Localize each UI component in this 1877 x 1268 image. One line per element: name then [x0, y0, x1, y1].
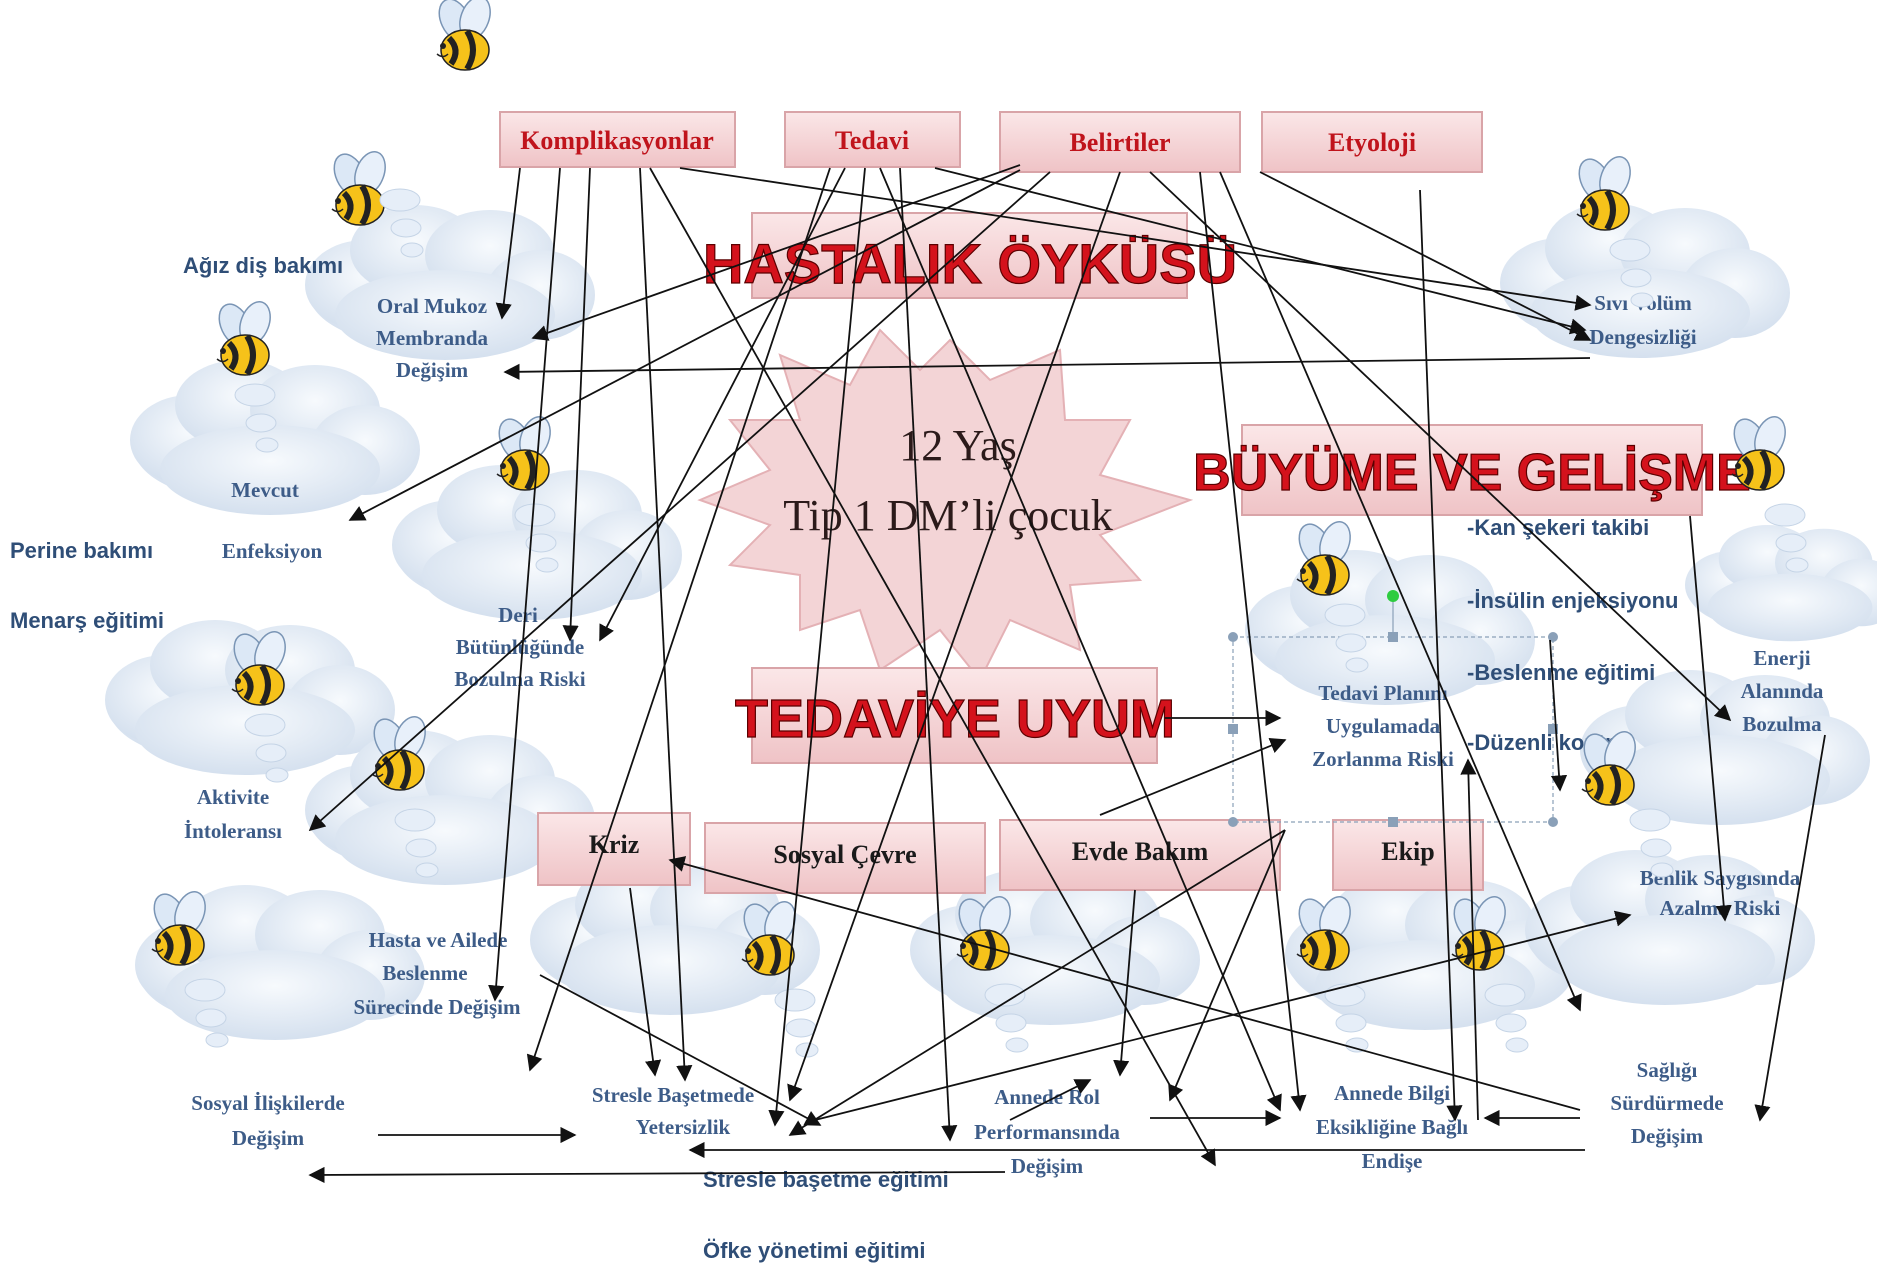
- box-komplikasyonlar: Komplikasyonlar: [499, 111, 736, 168]
- bee-icon: [328, 148, 391, 225]
- label-kriz: Kriz: [589, 830, 640, 859]
- bee-icon: [433, 0, 496, 70]
- svg-text:Annede Rol: Annede Rol: [994, 1085, 1100, 1109]
- svg-text:Tedavi Planını: Tedavi Planını: [1318, 681, 1448, 705]
- svg-text:Beslenme: Beslenme: [382, 961, 467, 985]
- box-hastalik-oykusu: HASTALIK ÖYKÜSÜ: [702, 212, 1238, 299]
- note-beslenme: -Beslenme eğitimi: [1467, 660, 1655, 685]
- svg-text:Oral Mukoz: Oral Mukoz: [377, 294, 487, 318]
- svg-text:Aktivite: Aktivite: [197, 785, 269, 809]
- diagnosis-hasta-aile: Hasta ve Ailede Beslenme Sürecinde Değiş…: [353, 928, 521, 1019]
- box-sosyal-cevre: Sosyal Çevre: [704, 822, 986, 894]
- bee-icon: [213, 298, 276, 375]
- box-etyoloji: Etyoloji: [1261, 111, 1483, 173]
- svg-text:Sürdürmede: Sürdürmede: [1610, 1091, 1723, 1115]
- label-etyoloji: Etyoloji: [1328, 128, 1416, 157]
- label-ekip: Ekip: [1381, 837, 1435, 866]
- svg-text:Azalma Riski: Azalma Riski: [1660, 896, 1781, 920]
- svg-text:Değişim: Değişim: [232, 1126, 305, 1150]
- diagnosis-mevcut-enfeksiyon: Mevcut Enfeksiyon: [222, 478, 323, 563]
- box-kriz: Kriz: [537, 812, 691, 886]
- bee-icon: [493, 413, 556, 490]
- diagnosis-anne-rol: Annede Rol Performansında Değişim: [974, 1085, 1120, 1178]
- svg-text:Sağlığı: Sağlığı: [1637, 1058, 1698, 1082]
- heading-tedaviye-uyum: TEDAVİYE UYUM: [735, 689, 1175, 749]
- svg-text:Enerji: Enerji: [1753, 646, 1810, 670]
- label-belirtiler: Belirtiler: [1069, 128, 1170, 157]
- svg-text:Hasta ve Ailede: Hasta ve Ailede: [369, 928, 508, 952]
- box-tedavi: Tedavi: [784, 111, 961, 168]
- svg-text:Uygulamada: Uygulamada: [1326, 714, 1441, 738]
- box-ekip: Ekip: [1332, 819, 1484, 891]
- label-komplikasyonlar: Komplikasyonlar: [520, 126, 714, 155]
- connection-arrows: [308, 164, 1826, 1184]
- svg-text:Mevcut: Mevcut: [231, 478, 299, 502]
- note-stres-egitimi: Stresle başetme eğitimi: [703, 1167, 949, 1192]
- svg-text:Performansında: Performansında: [974, 1120, 1120, 1144]
- diagnosis-sagligi: Sağlığı Sürdürmede Değişim: [1610, 1058, 1723, 1148]
- diagnosis-enerji: Enerji Alanında Bozulma: [1741, 646, 1824, 736]
- svg-text:Değişim: Değişim: [396, 358, 469, 382]
- svg-text:İntoleransı: İntoleransı: [184, 819, 282, 843]
- svg-text:Membranda: Membranda: [376, 326, 488, 350]
- label-evde-bakim: Evde Bakım: [1072, 837, 1209, 866]
- box-belirtiler: Belirtiler: [999, 111, 1241, 173]
- label-tedavi: Tedavi: [835, 126, 909, 155]
- diagnosis-oral-mukoz: Oral Mukoz Membranda Değişim: [376, 294, 488, 382]
- note-ofke: Öfke yönetimi eğitimi: [703, 1238, 926, 1263]
- svg-text:Dengesizliği: Dengesizliği: [1589, 325, 1696, 349]
- center-age: 12 Yaş: [899, 421, 1016, 470]
- note-menars: Menarş eğitimi: [10, 608, 164, 633]
- diagnosis-anne-bilgi: Annede Bilgi Eksikliğine Bağlı Endişe: [1316, 1081, 1468, 1173]
- box-buyume-gelisme: BÜYÜME VE GELİŞME: [1193, 424, 1751, 516]
- svg-text:Yetersizlik: Yetersizlik: [636, 1115, 731, 1139]
- svg-text:Enfeksiyon: Enfeksiyon: [222, 539, 323, 563]
- svg-text:Endişe: Endişe: [1362, 1149, 1423, 1173]
- diagnosis-stres: Stresle Başetmede Yetersizlik: [592, 1083, 754, 1139]
- note-insulin: -İnsülin enjeksiyonu: [1467, 588, 1678, 613]
- box-evde-bakim: Evde Bakım: [999, 819, 1281, 891]
- note-agiz: Ağız diş bakımı: [183, 253, 343, 278]
- svg-text:Stresle Başetmede: Stresle Başetmede: [592, 1083, 754, 1107]
- svg-text:Deri: Deri: [498, 603, 538, 627]
- rotate-handle[interactable]: [1387, 590, 1399, 602]
- note-kan-sekeri: -Kan şekeri takibi: [1467, 515, 1649, 540]
- selection-frame[interactable]: [1228, 590, 1558, 827]
- box-tedaviye-uyum: TEDAVİYE UYUM: [734, 667, 1176, 764]
- bee-icon: [1573, 153, 1636, 230]
- svg-text:Sosyal İlişkilerde: Sosyal İlişkilerde: [191, 1091, 344, 1115]
- diagnosis-tedavi-plani: Tedavi Planını Uygulamada Zorlanma Riski: [1312, 681, 1454, 771]
- diagnosis-sosyal-iliski: Sosyal İlişkilerde Değişim: [191, 1091, 344, 1150]
- diagnosis-aktivite: Aktivite İntoleransı: [184, 785, 282, 843]
- svg-text:Alanında: Alanında: [1741, 679, 1824, 703]
- heading-buyume-gelisme: BÜYÜME VE GELİŞME: [1193, 444, 1751, 502]
- svg-text:Değişim: Değişim: [1011, 1154, 1084, 1178]
- svg-text:Zorlanma Riski: Zorlanma Riski: [1312, 747, 1454, 771]
- note-perine: Perine bakımı: [10, 538, 153, 563]
- svg-text:Bozulma: Bozulma: [1742, 712, 1822, 736]
- svg-text:Değişim: Değişim: [1631, 1124, 1704, 1148]
- label-sosyal-cevre: Sosyal Çevre: [773, 840, 916, 869]
- svg-text:Eksikliğine Bağlı: Eksikliğine Bağlı: [1316, 1115, 1468, 1139]
- svg-text:Bütünlüğünde: Bütünlüğünde: [456, 635, 584, 659]
- svg-text:Annede Bilgi: Annede Bilgi: [1334, 1081, 1450, 1105]
